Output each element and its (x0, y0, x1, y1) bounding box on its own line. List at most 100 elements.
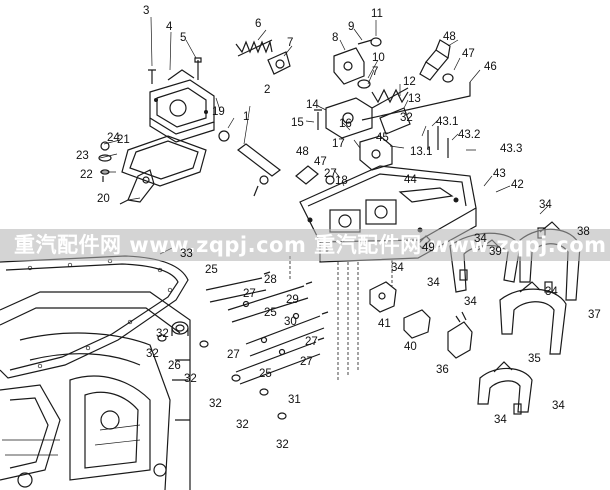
callout-23: 23 (76, 150, 89, 162)
callout-45: 45 (376, 132, 389, 144)
callout-18: 18 (335, 175, 348, 187)
lever-20 (119, 169, 155, 205)
callout-43: 43 (493, 168, 506, 180)
watermark-text: 重汽配件网 www.zqpj.com 重汽配件网 www.zqpj.com (14, 233, 607, 257)
callout-46: 46 (484, 61, 497, 73)
callout-36: 36 (436, 364, 449, 376)
dashed-leader-46 (361, 82, 471, 121)
callout-20: 20 (97, 193, 110, 205)
cover-4 (149, 69, 215, 143)
callout-34b: 34 (474, 233, 487, 245)
callout-14: 14 (306, 99, 319, 111)
valve-block-44 (359, 135, 393, 171)
callout-19: 19 (212, 106, 225, 118)
callout-13-1: 13.1 (410, 146, 433, 158)
callout-47a: 47 (462, 48, 475, 60)
fork-35 (477, 361, 533, 413)
callout-27e: 27 (300, 356, 313, 368)
callout-15: 15 (291, 117, 304, 129)
callout-10: 10 (372, 52, 385, 64)
guide-lines (289, 256, 393, 380)
callout-22: 22 (80, 169, 93, 181)
bolt-5 (194, 57, 202, 80)
seal-26 (171, 321, 189, 336)
callout-25c: 25 (259, 368, 272, 380)
gasket-21 (121, 135, 207, 187)
callout-32e: 32 (209, 398, 222, 410)
transmission-housing (0, 291, 191, 490)
plate-14 (325, 97, 373, 139)
link-2 (237, 143, 281, 197)
gasket-33 (0, 247, 189, 379)
callout-41: 41 (378, 318, 391, 330)
callout-25b: 25 (264, 307, 277, 319)
piston-13 (379, 107, 411, 135)
valve-48 (419, 39, 454, 83)
bolt-32-43 (427, 126, 449, 158)
callout-48a: 48 (443, 31, 456, 43)
callout-24: 24 (107, 132, 120, 144)
lug-40 (403, 309, 431, 339)
callout-7a: 7 (287, 37, 294, 49)
leader-lines (99, 16, 549, 215)
callout-17: 17 (332, 138, 345, 150)
callout-3: 3 (143, 5, 150, 17)
callout-12: 12 (403, 76, 416, 88)
callout-42: 42 (511, 179, 524, 191)
callout-39: 39 (489, 246, 502, 258)
callout-32f: 32 (236, 419, 249, 431)
callout-40: 40 (404, 341, 417, 353)
callout-49: 49 (422, 242, 435, 254)
callout-25a: 25 (205, 264, 218, 276)
callout-28: 28 (264, 274, 277, 286)
callout-32c: 32 (146, 348, 159, 360)
callout-5: 5 (180, 32, 187, 44)
spring-6 (235, 39, 273, 57)
callout-43-1: 43.1 (436, 116, 459, 128)
washer-stack-22-24 (98, 141, 112, 182)
callout-43-2: 43.2 (458, 129, 481, 141)
callout-31: 31 (288, 394, 301, 406)
callout-27d: 27 (227, 349, 240, 361)
callout-32d: 32 (184, 373, 197, 385)
bolt-15 (314, 109, 322, 130)
lug-41 (369, 281, 397, 313)
callout-30: 30 (284, 316, 297, 328)
callout-16: 16 (339, 118, 352, 130)
callout-35: 35 (528, 353, 541, 365)
pin-3 (148, 69, 156, 84)
callout-2: 2 (264, 84, 271, 96)
callout-1: 1 (243, 111, 250, 123)
callout-9: 9 (348, 21, 355, 33)
callout-4: 4 (166, 21, 173, 33)
valve-48b (295, 165, 335, 185)
callout-34a: 34 (539, 199, 552, 211)
shift-rails (205, 271, 329, 385)
callout-6: 6 (255, 18, 262, 30)
fork-37 (499, 281, 567, 355)
callout-29: 29 (286, 294, 299, 306)
spring-12 (371, 87, 409, 109)
callout-11: 11 (371, 8, 383, 20)
nut-1 (218, 130, 230, 142)
callout-34e: 34 (545, 286, 558, 298)
callout-34f: 34 (464, 296, 477, 308)
callout-8: 8 (332, 32, 339, 44)
callout-21: 21 (117, 134, 130, 146)
watermark-band (0, 229, 610, 261)
callout-43-3: 43.3 (500, 143, 523, 155)
callout-27a: 27 (324, 168, 337, 180)
callout-32g: 32 (276, 439, 289, 451)
callout-32a: 32 (400, 112, 413, 124)
callout-34h: 34 (494, 414, 507, 426)
callout-7b: 7 (372, 66, 379, 78)
callout-34d: 34 (427, 277, 440, 289)
callout-27c: 27 (305, 336, 318, 348)
callout-33: 33 (180, 248, 193, 260)
callout-13: 13 (408, 93, 421, 105)
callout-26: 26 (168, 360, 181, 372)
callout-32b: 32 (156, 328, 169, 340)
callout-34g: 34 (552, 400, 565, 412)
